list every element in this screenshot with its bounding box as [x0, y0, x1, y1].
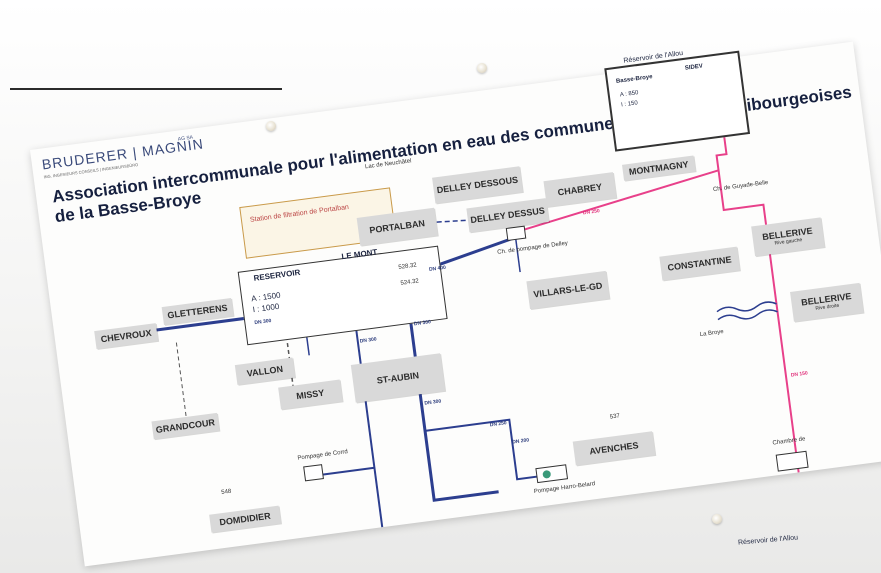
pump-harro-icon [542, 470, 551, 479]
pump-domdidier [303, 464, 324, 482]
river-wave-1 [716, 301, 777, 313]
wall-nail-bottom [712, 514, 722, 524]
pipe-villars [514, 235, 521, 273]
schematic-poster: BRUDERER | MAGNIN AG SA ING. INGENIEURS … [30, 41, 881, 567]
pink-pipe-delley [514, 169, 719, 234]
river-wave-2 [717, 309, 778, 321]
station-filtration-label: Station de filtration de Portalban [249, 203, 350, 224]
pipe-dashed-grandcour [175, 342, 188, 422]
second-poster-corner: Réservoir de l'Allou [500, 525, 881, 573]
second-poster-reservoir-label: Réservoir de l'Allou [737, 534, 799, 547]
wall-line-left [10, 88, 282, 90]
wall-nail-top [477, 63, 487, 73]
pump-delley [505, 225, 527, 241]
pump-harro [535, 464, 569, 484]
wall-nail-left [266, 121, 276, 131]
pipe-domdidier [314, 466, 375, 477]
pipe-avenches [424, 418, 548, 481]
chambre-box [775, 450, 809, 472]
main-pipe-staubin [403, 276, 499, 502]
elevation-domdidier: 548 [221, 488, 232, 496]
